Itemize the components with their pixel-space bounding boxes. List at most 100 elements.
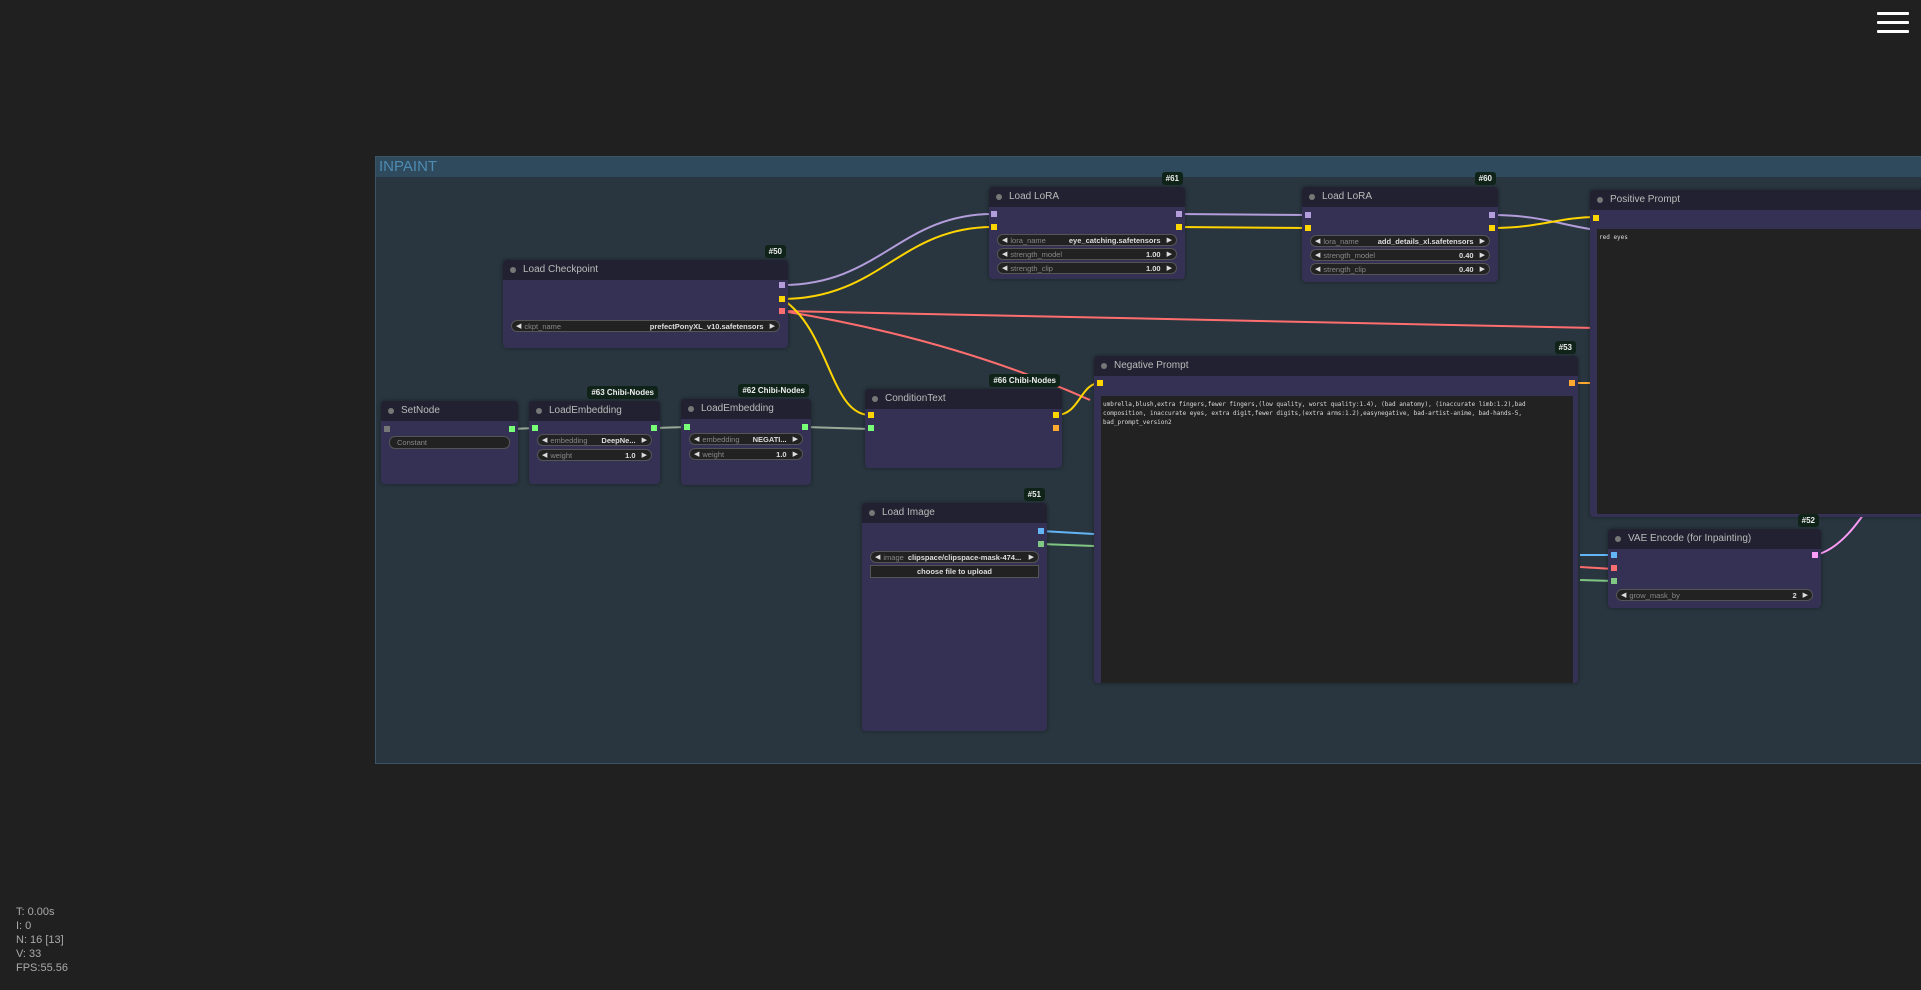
output-clip-slot[interactable]	[1176, 224, 1182, 230]
output-model-slot[interactable]	[779, 282, 785, 288]
node-vae-encode-inpaint[interactable]: #52 VAE Encode (for Inpainting) ◀grow_ma…	[1608, 514, 1821, 608]
constant-input[interactable]: Constant	[389, 436, 510, 449]
left-arrow-icon[interactable]: ◀	[875, 554, 881, 561]
input-vae-slot[interactable]	[1611, 565, 1617, 571]
node-condition-text[interactable]: #66 Chibi-Nodes ConditionText	[865, 374, 1062, 468]
right-arrow-icon[interactable]: ▶	[1166, 265, 1172, 272]
output-vae-slot[interactable]	[779, 308, 785, 314]
right-arrow-icon[interactable]: ▶	[1479, 266, 1485, 273]
input-slot[interactable]	[384, 426, 390, 432]
wire-clip	[1491, 216, 1597, 229]
left-arrow-icon[interactable]: ◀	[542, 437, 548, 444]
input-clip-slot[interactable]	[1097, 380, 1103, 386]
right-arrow-icon[interactable]: ▶	[641, 437, 647, 444]
right-arrow-icon[interactable]: ▶	[792, 451, 798, 458]
left-arrow-icon[interactable]: ◀	[542, 452, 548, 459]
right-arrow-icon[interactable]: ▶	[1166, 251, 1172, 258]
left-arrow-icon[interactable]: ◀	[1002, 251, 1008, 258]
left-arrow-icon[interactable]: ◀	[1315, 266, 1321, 273]
node-title[interactable]: Load Checkpoint	[503, 260, 788, 280]
input-mask-slot[interactable]	[1611, 578, 1617, 584]
output-image-slot[interactable]	[1038, 528, 1044, 534]
left-arrow-icon[interactable]: ◀	[1002, 237, 1008, 244]
upload-button[interactable]: choose file to upload	[870, 565, 1039, 578]
node-setnode[interactable]: SetNode Constant	[381, 401, 518, 484]
output-conditioning-slot[interactable]	[1569, 380, 1575, 386]
right-arrow-icon[interactable]: ▶	[1479, 252, 1485, 259]
node-title[interactable]: LoadEmbedding	[681, 399, 811, 419]
left-arrow-icon[interactable]: ◀	[516, 323, 522, 330]
input-slot[interactable]	[532, 425, 538, 431]
left-arrow-icon[interactable]: ◀	[694, 451, 700, 458]
right-arrow-icon[interactable]: ▶	[769, 323, 775, 330]
node-positive-prompt[interactable]: Positive Prompt red eyes	[1590, 190, 1921, 517]
left-arrow-icon[interactable]: ◀	[1315, 238, 1321, 245]
right-arrow-icon[interactable]: ▶	[1166, 237, 1172, 244]
right-arrow-icon[interactable]: ▶	[1802, 592, 1808, 599]
input-clip-slot[interactable]	[991, 224, 997, 230]
input-pixels-slot[interactable]	[1611, 552, 1617, 558]
input-clip-slot[interactable]	[1305, 225, 1311, 231]
node-title[interactable]: Positive Prompt	[1590, 190, 1921, 210]
node-title[interactable]: ConditionText	[865, 389, 1062, 409]
node-title[interactable]: VAE Encode (for Inpainting)	[1608, 529, 1821, 549]
widget-value: 1.00	[1146, 263, 1161, 273]
node-title[interactable]: Load LoRA	[1302, 187, 1498, 207]
output-slot[interactable]	[509, 426, 515, 432]
node-load-embedding-63[interactable]: #63 Chibi-Nodes LoadEmbedding ◀embedding…	[529, 386, 660, 484]
left-arrow-icon[interactable]: ◀	[694, 436, 700, 443]
output-latent-slot[interactable]	[1812, 552, 1818, 558]
right-arrow-icon[interactable]: ▶	[1028, 554, 1034, 561]
node-negative-prompt[interactable]: #53 Negative Prompt umbrella,blush,extra…	[1094, 341, 1578, 683]
input-model-slot[interactable]	[991, 211, 997, 217]
node-load-embedding-62[interactable]: #62 Chibi-Nodes LoadEmbedding ◀embedding…	[681, 384, 811, 485]
left-arrow-icon[interactable]: ◀	[1315, 252, 1321, 259]
input-text-slot[interactable]	[868, 425, 874, 431]
output-conditioning-slot[interactable]	[1053, 425, 1059, 431]
output-mask-slot[interactable]	[1038, 541, 1044, 547]
output-slot[interactable]	[802, 424, 808, 430]
input-model-slot[interactable]	[1305, 212, 1311, 218]
negative-prompt-textarea[interactable]: umbrella,blush,extra fingers,fewer finge…	[1101, 396, 1573, 683]
output-clip-slot[interactable]	[779, 296, 785, 302]
input-clip-slot[interactable]	[1593, 215, 1599, 221]
node-title[interactable]: Load LoRA	[989, 187, 1185, 207]
left-arrow-icon[interactable]: ◀	[1002, 265, 1008, 272]
right-arrow-icon[interactable]: ▶	[792, 436, 798, 443]
output-model-slot[interactable]	[1176, 211, 1182, 217]
output-clip-slot[interactable]	[1053, 412, 1059, 418]
hamburger-menu-icon[interactable]	[1877, 12, 1909, 39]
right-arrow-icon[interactable]: ▶	[1479, 238, 1485, 245]
right-arrow-icon[interactable]: ▶	[641, 452, 647, 459]
node-title[interactable]: SetNode	[381, 401, 518, 421]
input-slot[interactable]	[684, 424, 690, 430]
output-slot[interactable]	[651, 425, 657, 431]
output-clip-slot[interactable]	[1489, 225, 1495, 231]
left-arrow-icon[interactable]: ◀	[1621, 592, 1627, 599]
input-clip-slot[interactable]	[868, 412, 874, 418]
output-model-slot[interactable]	[1489, 212, 1495, 218]
positive-prompt-textarea[interactable]: red eyes	[1597, 229, 1921, 514]
node-title[interactable]: Load Image	[862, 503, 1047, 523]
wire-vae	[781, 310, 1597, 329]
node-title[interactable]: LoadEmbedding	[529, 401, 660, 421]
node-id-badge: #61	[1161, 172, 1183, 185]
node-title[interactable]: Negative Prompt	[1094, 356, 1578, 376]
